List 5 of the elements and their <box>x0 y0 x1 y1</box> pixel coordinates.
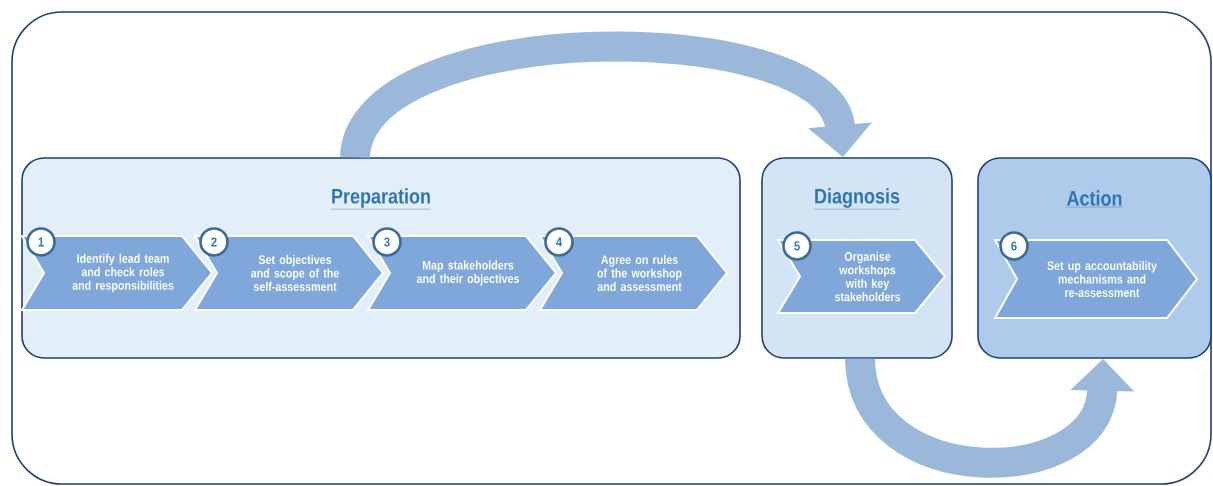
outer-frame <box>11 11 1212 485</box>
chevron-step: Set up accountability mechanisms and re-assessment 6 <box>993 231 1199 319</box>
chevron-step: Organise workshops with key stakeholders 5 <box>776 231 947 314</box>
chevron-step: Agree on rules of the workshop and assessment 4 <box>538 227 729 311</box>
chevron-step: Set objectives and scope of the self-assessment 2 <box>193 227 385 311</box>
